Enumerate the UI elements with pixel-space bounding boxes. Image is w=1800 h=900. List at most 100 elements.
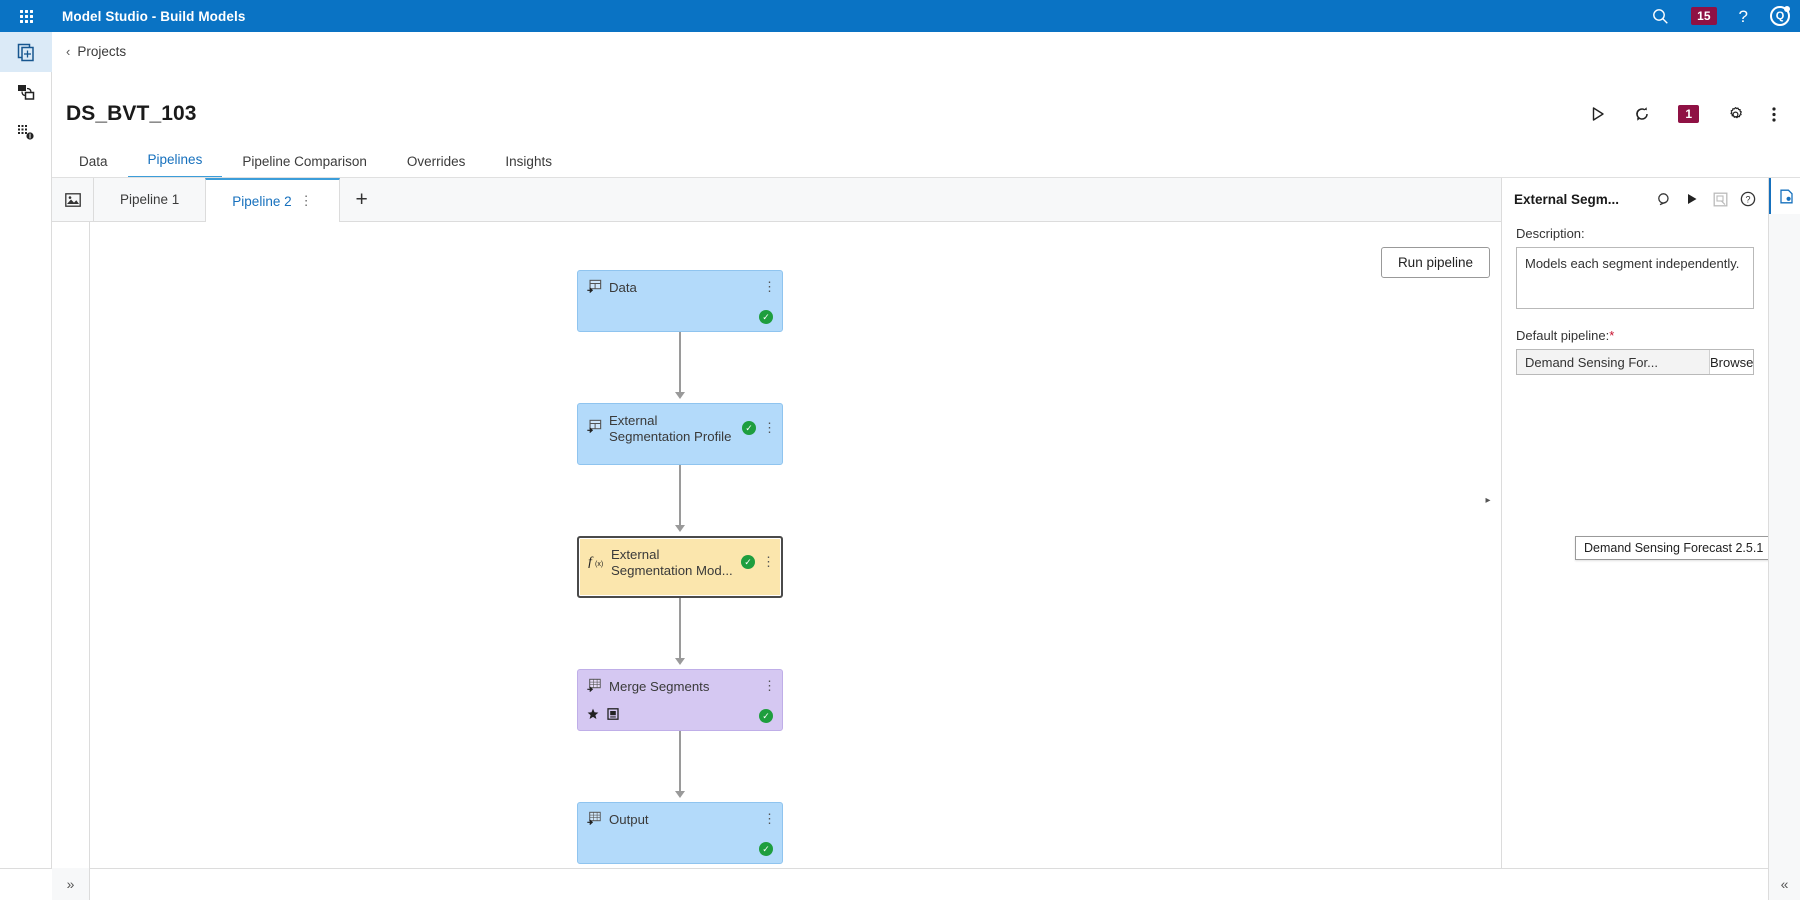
avatar-status-dot bbox=[1784, 6, 1790, 12]
notification-badge[interactable]: 15 bbox=[1691, 7, 1717, 25]
right-rail bbox=[1768, 178, 1800, 900]
breadcrumb-label: Projects bbox=[77, 44, 127, 59]
edge-profile-to-model bbox=[679, 465, 681, 529]
properties-panel-header: External Segm... ? bbox=[1502, 178, 1768, 220]
play-icon[interactable] bbox=[1590, 106, 1606, 122]
collapse-right-panel-button[interactable]: « bbox=[1768, 868, 1800, 900]
app-grid-icon[interactable] bbox=[0, 0, 52, 32]
top-bar-actions: 15 ? Q bbox=[1652, 0, 1790, 32]
pipeline-canvas[interactable]: Run pipeline bbox=[90, 222, 1533, 900]
panel-search-icon[interactable] bbox=[1650, 185, 1678, 213]
edge-model-to-merge bbox=[679, 598, 681, 662]
pipeline-tab-2-label: Pipeline 2 bbox=[232, 193, 292, 209]
avatar-initial: Q bbox=[1775, 10, 1785, 22]
project-header-actions: 1 bbox=[1590, 105, 1776, 123]
tab-pipelines[interactable]: Pipelines bbox=[127, 152, 223, 178]
properties-panel-body: Description: Default pipeline:* Browse bbox=[1502, 220, 1768, 375]
pipeline-node-external-segmentation-profile[interactable]: External Segmentation Profile ✓ ⋮ bbox=[577, 403, 783, 465]
project-tabs: Data Pipelines Pipeline Comparison Overr… bbox=[66, 144, 1786, 178]
default-pipeline-label-text: Default pipeline: bbox=[1516, 328, 1610, 343]
default-pipeline-label: Default pipeline:* bbox=[1516, 328, 1754, 343]
node-kebab-icon[interactable]: ⋮ bbox=[763, 678, 776, 693]
svg-text:f: f bbox=[588, 555, 594, 568]
sidebar-item-projects[interactable] bbox=[0, 32, 52, 72]
edge-data-to-profile bbox=[679, 332, 681, 396]
edge-merge-to-output bbox=[679, 731, 681, 795]
pipeline-node-external-segmentation-model[interactable]: f (x) External Segmentation Mod... ✓ ⋮ bbox=[577, 536, 783, 598]
status-badge: ✓ bbox=[759, 310, 773, 324]
node-label: External Segmentation Profile bbox=[609, 413, 732, 444]
default-pipeline-tooltip: Demand Sensing Forecast 2.5.1 bbox=[1575, 536, 1773, 560]
required-marker: * bbox=[1609, 328, 1615, 343]
add-pipeline-button[interactable]: + bbox=[355, 187, 368, 211]
canvas-left-gutter bbox=[52, 222, 90, 900]
pipeline-tab-1-label: Pipeline 1 bbox=[120, 192, 180, 207]
expand-canvas-button[interactable]: » bbox=[52, 868, 90, 900]
tab-data[interactable]: Data bbox=[79, 154, 108, 169]
function-icon: f (x) bbox=[588, 554, 604, 573]
breadcrumb-back-icon: ‹ bbox=[66, 44, 71, 59]
node-label: Output bbox=[609, 812, 649, 827]
main-content-area: ‹ Projects DS_BVT_103 1 bbox=[52, 32, 1800, 900]
pipeline-node-output[interactable]: Output ⋮ ✓ bbox=[577, 802, 783, 864]
bottom-status-bar bbox=[0, 868, 1800, 900]
panel-help-icon[interactable]: ? bbox=[1734, 185, 1762, 213]
sidebar-item-data-exchange[interactable] bbox=[0, 72, 52, 112]
page-title: DS_BVT_103 bbox=[66, 102, 197, 125]
table-merge-icon bbox=[587, 678, 602, 697]
left-navigation-rail: » bbox=[0, 32, 52, 900]
kebab-icon[interactable] bbox=[1772, 106, 1776, 123]
sidebar-item-pipeline-templates[interactable] bbox=[0, 112, 52, 152]
status-badge: ✓ bbox=[759, 709, 773, 723]
run-pipeline-button[interactable]: Run pipeline bbox=[1380, 247, 1490, 278]
tabs-divider bbox=[52, 177, 1800, 178]
breadcrumb[interactable]: ‹ Projects bbox=[66, 44, 126, 59]
status-badge: ✓ bbox=[759, 842, 773, 856]
status-badge: ✓ bbox=[741, 555, 755, 569]
browse-button[interactable]: Browse bbox=[1709, 350, 1754, 374]
panel-resize-handle[interactable]: ▸ bbox=[1485, 494, 1491, 506]
search-icon[interactable] bbox=[1652, 8, 1669, 25]
pipeline-tab-2[interactable]: Pipeline 2 ⋮ bbox=[205, 178, 340, 222]
default-pipeline-input[interactable] bbox=[1517, 350, 1709, 374]
node-kebab-icon[interactable]: ⋮ bbox=[763, 279, 776, 294]
tab-insights[interactable]: Insights bbox=[505, 154, 552, 169]
help-icon[interactable]: ? bbox=[1738, 6, 1748, 26]
node-kebab-icon[interactable]: ⋮ bbox=[763, 811, 776, 826]
svg-text:?: ? bbox=[1745, 195, 1750, 205]
edge-arrow-2 bbox=[674, 525, 685, 532]
report-icon bbox=[607, 707, 619, 725]
panel-run-icon[interactable] bbox=[1678, 185, 1706, 213]
properties-panel-title: External Segm... bbox=[1514, 191, 1620, 207]
tab-pipeline-comparison[interactable]: Pipeline Comparison bbox=[242, 154, 367, 169]
tab-overrides[interactable]: Overrides bbox=[406, 154, 466, 169]
app-title: Model Studio - Build Models bbox=[62, 8, 246, 24]
gear-icon[interactable] bbox=[1727, 106, 1744, 123]
node-label: External Segmentation Mod... bbox=[611, 547, 733, 578]
status-badge: ✓ bbox=[742, 421, 756, 435]
panel-save-icon bbox=[1706, 185, 1734, 213]
pipeline-tab-1[interactable]: Pipeline 1 bbox=[94, 178, 205, 221]
node-kebab-icon[interactable]: ⋮ bbox=[763, 420, 776, 435]
node-label: Merge Segments bbox=[609, 679, 710, 694]
default-pipeline-row: Browse bbox=[1516, 349, 1754, 375]
description-textarea[interactable] bbox=[1516, 247, 1754, 309]
edge-arrow-1 bbox=[674, 392, 685, 399]
data-table-icon bbox=[587, 279, 602, 298]
image-icon[interactable] bbox=[52, 178, 94, 221]
node-label: Data bbox=[609, 280, 637, 295]
node-kebab-icon[interactable]: ⋮ bbox=[762, 554, 775, 569]
issues-badge[interactable]: 1 bbox=[1678, 105, 1699, 123]
pipeline-node-data[interactable]: Data ⋮ ✓ bbox=[577, 270, 783, 332]
edge-arrow-4 bbox=[674, 791, 685, 798]
pipeline-tab-2-kebab-icon[interactable]: ⋮ bbox=[299, 193, 313, 208]
avatar[interactable]: Q bbox=[1770, 6, 1790, 26]
properties-panel-icon[interactable] bbox=[1769, 178, 1800, 214]
table-merge-icon bbox=[587, 811, 602, 830]
global-top-bar: Model Studio - Build Models 15 ? Q bbox=[0, 0, 1800, 32]
description-label: Description: bbox=[1516, 226, 1585, 241]
pipeline-node-merge-segments[interactable]: Merge Segments ⋮ bbox=[577, 669, 783, 731]
refresh-icon[interactable] bbox=[1634, 106, 1650, 122]
data-table-icon bbox=[587, 412, 602, 438]
